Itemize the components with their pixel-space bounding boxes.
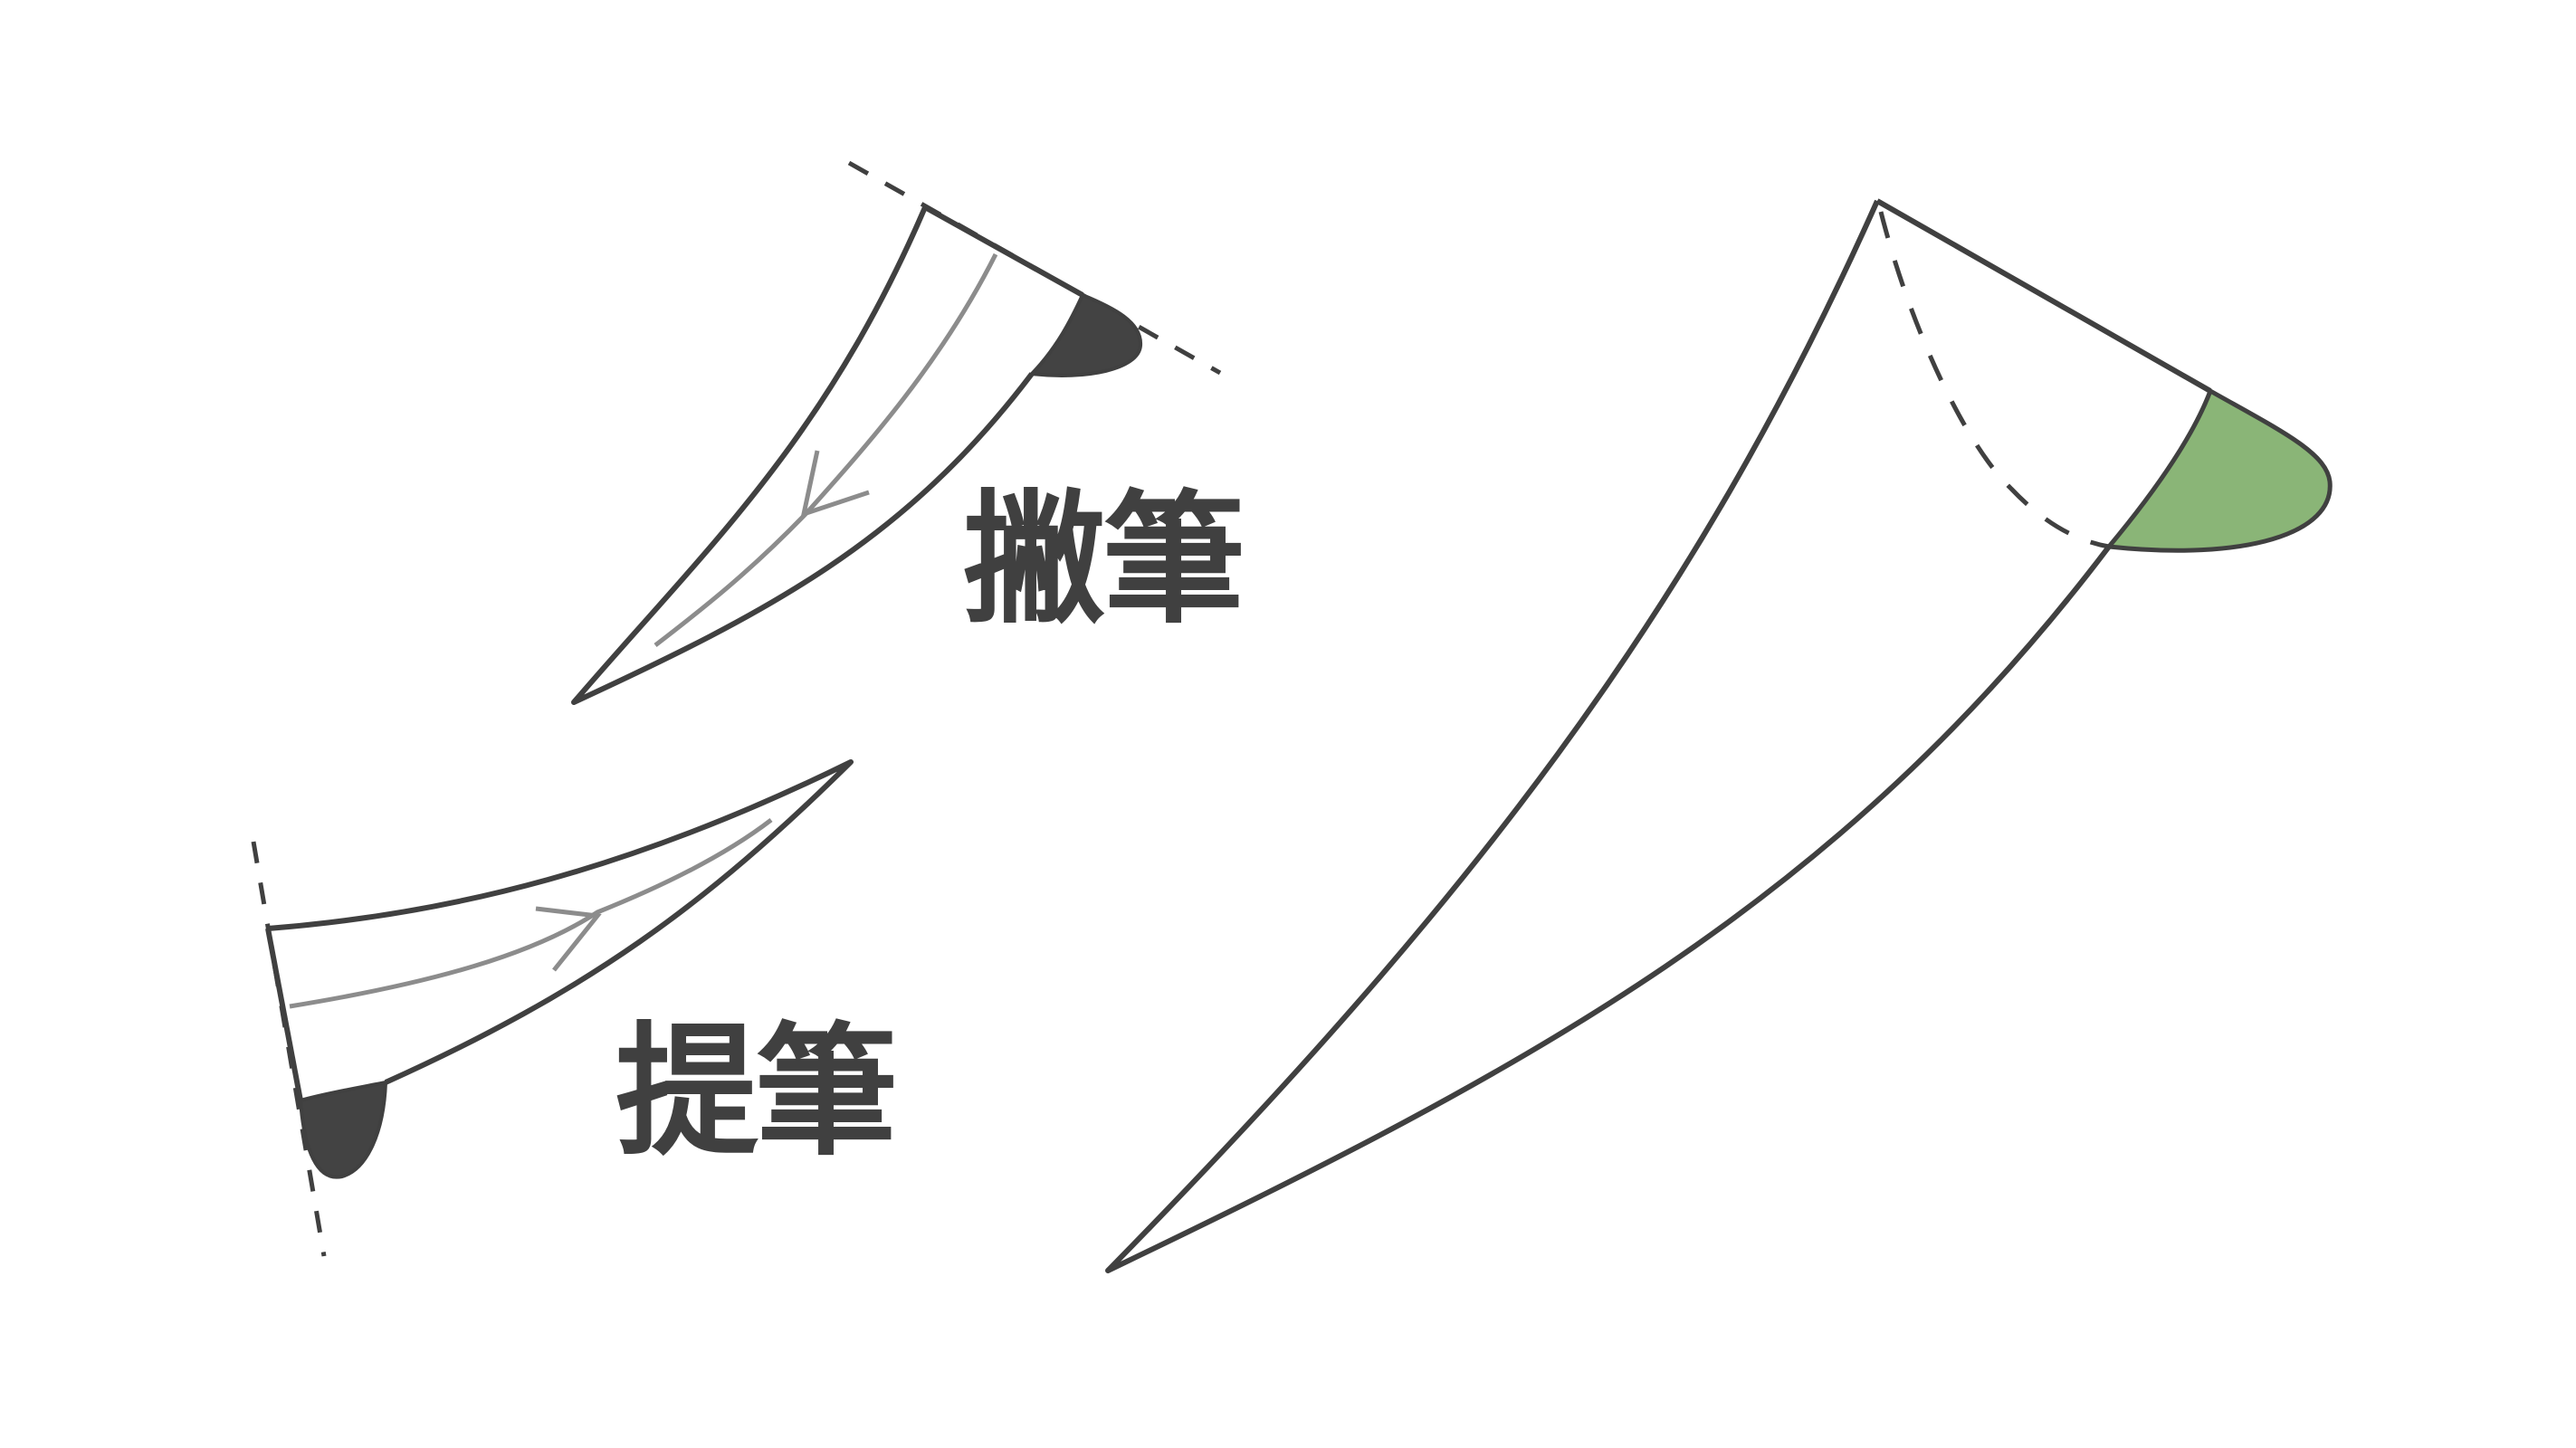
ti-stroke-left-edge [265, 928, 303, 1101]
pie-direction-arrowhead [800, 450, 870, 518]
ti-direction-arrowhead [535, 906, 602, 972]
ti-ink-tip [298, 1080, 388, 1179]
pie-stroke-outline [571, 205, 1035, 705]
pie-direction-line [654, 252, 998, 647]
pie-stroke-figure [571, 160, 1222, 705]
enlarged-highlight-tip [2104, 387, 2333, 553]
pie-stroke-label: 撇筆 [963, 476, 1245, 643]
enlarged-inner-dashed-curve [1878, 211, 2110, 549]
rising-stroke-label: 提筆 [615, 1008, 898, 1176]
pie-ink-tip [1027, 292, 1143, 377]
enlarged-stroke-top-edge [1875, 198, 2212, 394]
ti-stroke-outline [267, 759, 854, 1085]
ti-stroke-figure [251, 759, 854, 1257]
enlarged-stroke-figure [1105, 198, 2333, 1273]
enlarged-stroke-outline [1105, 199, 2112, 1273]
ti-direction-line [289, 818, 773, 1009]
pie-stroke-top-edge [923, 205, 1084, 298]
